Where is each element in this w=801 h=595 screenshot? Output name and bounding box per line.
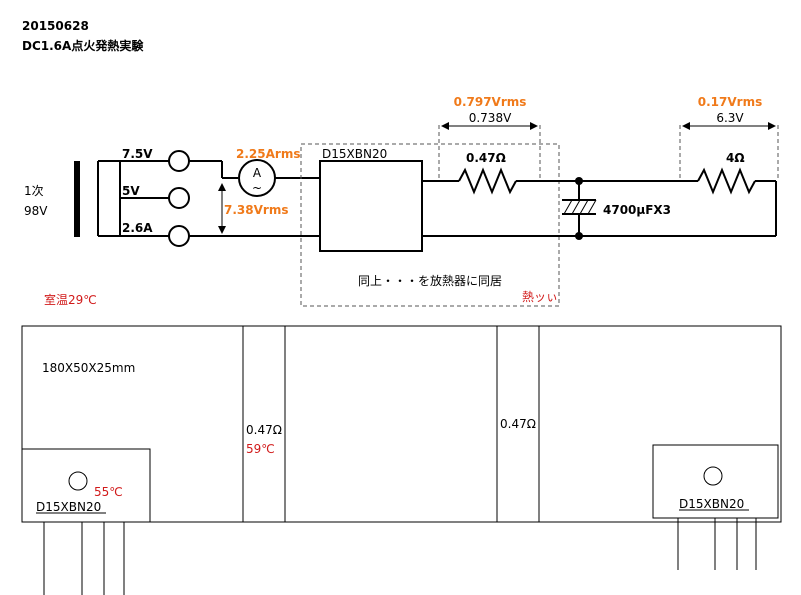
rectifier-box [319, 160, 423, 252]
r1-value: 0.47Ω [466, 151, 506, 165]
left-module-part: D15XBN20 [36, 500, 101, 514]
heatsink-resistor-1 [242, 325, 286, 523]
left-module-hole [68, 471, 88, 491]
tap-2a6-label: 2.6A [122, 221, 153, 235]
r1-vdc: 0.738V [469, 111, 512, 125]
cap-hatch-1 [563, 199, 573, 215]
heatsink-r1-label: 0.47Ω [246, 423, 282, 437]
r2-vdc: 6.3V [716, 111, 744, 125]
resistor-4ohm [697, 167, 756, 195]
heatsink-resistor-2 [496, 325, 540, 523]
right-module-hole [703, 466, 723, 486]
resistor-047 [458, 167, 517, 195]
terminal-7v5 [168, 150, 190, 172]
rectifier-part: D15XBN20 [322, 147, 387, 161]
date-label: 20150628 [22, 19, 89, 33]
junction-top [575, 177, 583, 185]
terminal-5v [168, 187, 190, 209]
enclosure-note: 同上・・・を放熱器に同居 [358, 273, 502, 288]
primary-label: 1次 [24, 184, 44, 198]
capacitor-label: 4700μFX3 [603, 203, 671, 217]
left-module-temp: 55℃ [94, 485, 123, 499]
heatsink-size: 180X50X25mm [42, 361, 135, 375]
tap-5v-label: 5V [122, 184, 140, 198]
r1-vrms: 0.797Vrms [454, 95, 527, 109]
heatsink-r1-temp: 59℃ [246, 442, 275, 456]
cap-hatch-4 [587, 199, 597, 215]
ammeter-letter: A [253, 166, 262, 180]
r2-vrms: 0.17Vrms [698, 95, 762, 109]
right-module-part: D15XBN20 [679, 497, 744, 511]
experiment-title: DC1.6A点火発熱実験 [22, 38, 144, 53]
hot-label: 熱ッぃ [522, 290, 558, 304]
tap-7v5-label: 7.5V [122, 147, 153, 161]
primary-voltage: 98V [24, 204, 48, 218]
ammeter-current: 2.25Arms [236, 147, 300, 161]
heatsink-r2-label: 0.47Ω [500, 417, 536, 431]
transformer-core [74, 161, 80, 237]
secondary-voltage: 7.38Vrms [224, 203, 288, 217]
r2-value: 4Ω [726, 151, 745, 165]
heatsink-enclosure [300, 143, 560, 307]
cap-hatch-3 [579, 199, 589, 215]
ammeter-ac-symbol: ~ [252, 181, 262, 195]
terminal-2a6 [168, 225, 190, 247]
room-temperature: 室温29℃ [44, 292, 97, 307]
cap-hatch-2 [571, 199, 581, 215]
